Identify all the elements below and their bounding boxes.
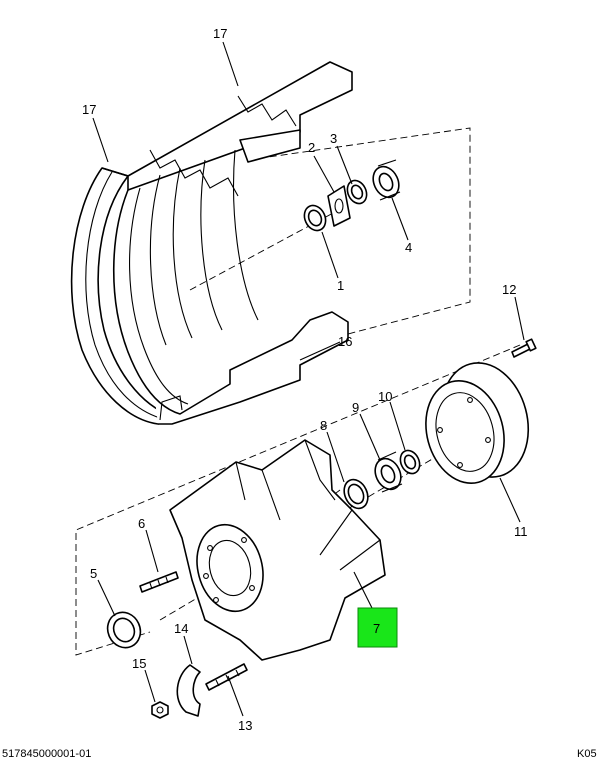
callout-1: 1 xyxy=(337,278,344,293)
drawing-number: 517845000001-01 xyxy=(2,748,91,760)
callout-9: 9 xyxy=(352,400,359,415)
clip-14[interactable] xyxy=(176,664,201,717)
brake-drum-11[interactable] xyxy=(415,353,541,492)
callout-8: 8 xyxy=(320,418,327,433)
bolt-12[interactable] xyxy=(511,338,537,358)
callout-7: 7 xyxy=(373,621,380,636)
bearing-cup-10[interactable] xyxy=(397,447,423,476)
callout-11: 11 xyxy=(514,524,528,539)
bearing-cup-5[interactable] xyxy=(102,607,146,653)
bearing-cone-9[interactable] xyxy=(370,451,405,494)
stud-13[interactable] xyxy=(205,663,248,691)
nut-15[interactable] xyxy=(151,701,169,719)
callout-5: 5 xyxy=(90,566,97,581)
sheet-code: K05 xyxy=(577,748,597,760)
callout-17-top: 17 xyxy=(213,26,227,41)
bearing-cup-8[interactable] xyxy=(340,476,373,512)
wheel-hub-7[interactable] xyxy=(169,439,386,661)
leader-lines xyxy=(92,41,525,717)
assembly-boundary-upper xyxy=(189,127,471,335)
callout-12: 12 xyxy=(502,282,516,297)
callout-3: 3 xyxy=(330,131,337,146)
callout-15: 15 xyxy=(132,656,146,671)
highlight-box-part-7[interactable] xyxy=(357,607,398,648)
callout-2: 2 xyxy=(308,140,315,155)
washer-2[interactable] xyxy=(327,185,351,227)
seal-3[interactable] xyxy=(344,177,370,206)
callout-17-left: 17 xyxy=(82,102,96,117)
bearing-cup-1[interactable] xyxy=(300,202,329,234)
brake-shoe-outer[interactable] xyxy=(70,61,353,425)
bearing-cone-4[interactable] xyxy=(368,159,403,202)
callout-16: 16 xyxy=(338,334,352,349)
callout-14: 14 xyxy=(174,621,188,636)
callout-6: 6 xyxy=(138,516,145,531)
stud-6[interactable] xyxy=(139,571,179,593)
callout-13: 13 xyxy=(238,718,252,733)
callout-10: 10 xyxy=(378,389,392,404)
brake-shoe-inner[interactable] xyxy=(112,129,349,425)
callout-4: 4 xyxy=(405,240,412,255)
